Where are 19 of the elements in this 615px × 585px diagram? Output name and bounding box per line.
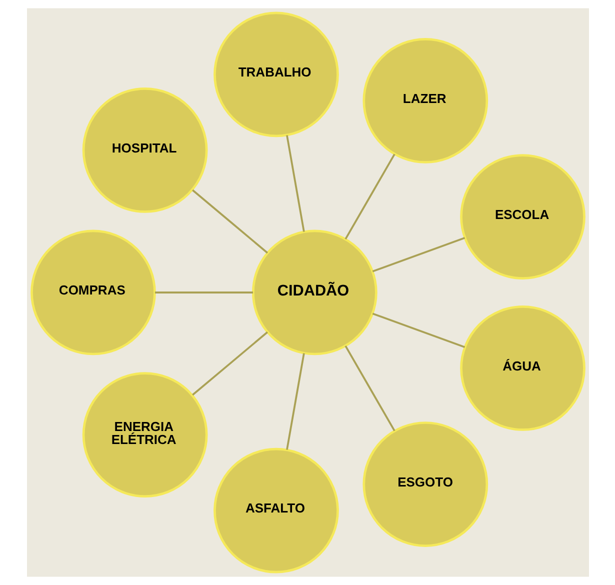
node-circle: CIDADÃO (251, 230, 377, 356)
node-circle: ÁGUA (460, 306, 585, 431)
connector (344, 345, 395, 432)
node-circle: HOSPITAL (82, 87, 208, 213)
connector (372, 312, 465, 348)
node-circle: TRABALHO (213, 12, 338, 138)
node-circle: COMPRAS (30, 230, 156, 356)
connector (344, 154, 395, 240)
connector (192, 189, 268, 254)
connector (286, 353, 304, 450)
connector (192, 331, 268, 396)
node-circle: ESCOLA (460, 154, 585, 280)
node-circle: ENERGIA ELÉTRICA (82, 372, 208, 498)
node-circle: ASFALTO (213, 448, 338, 574)
connector (372, 237, 465, 272)
node-circle: ESGOTO (362, 422, 488, 547)
node-circle: LAZER (362, 38, 488, 164)
connector (286, 135, 304, 232)
connector (154, 292, 252, 294)
